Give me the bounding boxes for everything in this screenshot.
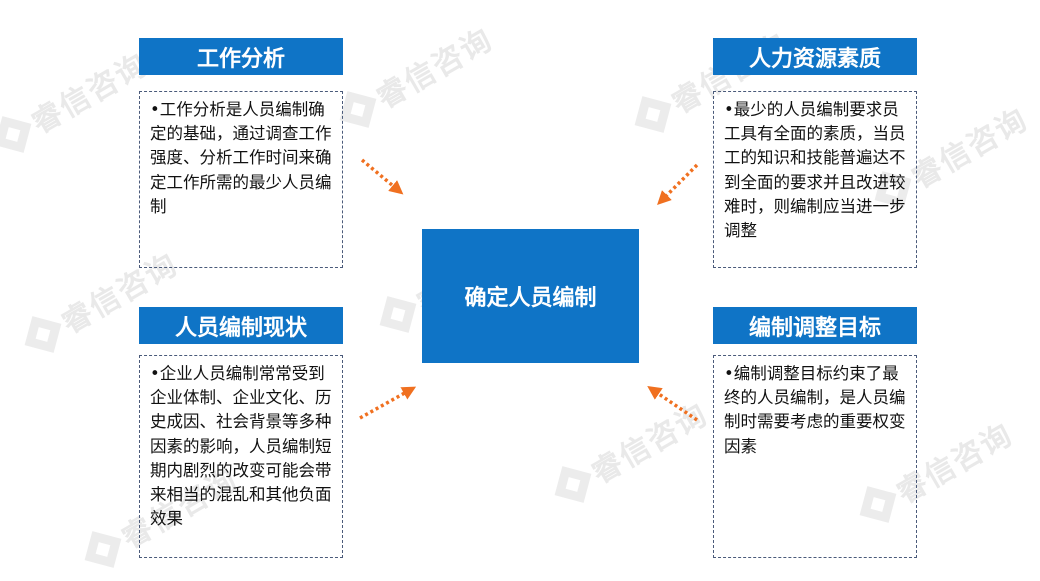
arrow-bottom-left	[359, 386, 417, 420]
panel-title-adjustment-target: 编制调整目标	[713, 307, 917, 344]
panel-body-adjustment-target: •编制调整目标约束了最终的人员编制，是人员编制时需要考虑的重要权变因素	[713, 355, 917, 558]
center-node-label: 确定人员编制	[464, 286, 597, 311]
panel-title-staffing-status: 人员编制现状	[139, 307, 343, 344]
panel-body-job-analysis: •工作分析是人员编制确定的基础，通过调查工作强度、分析工作时间来确定工作所需的最…	[139, 91, 343, 268]
arrow-top-right	[657, 163, 699, 205]
panel-body-staffing-status: •企业人员编制常常受到企业体制、企业文化、历史成因、社会背景等多种因素的影响，人…	[139, 355, 343, 558]
panel-title-job-analysis: 工作分析	[139, 38, 343, 75]
arrow-top-left	[360, 158, 404, 195]
center-node: 确定人员编制	[422, 229, 639, 363]
arrow-bottom-right	[647, 386, 698, 422]
panel-body-hr-quality: •最少的人员编制要求员工具有全面的素质，当员工的知识和技能普遍达不到全面的要求并…	[713, 91, 917, 268]
panel-title-hr-quality: 人力资源素质	[713, 38, 917, 75]
